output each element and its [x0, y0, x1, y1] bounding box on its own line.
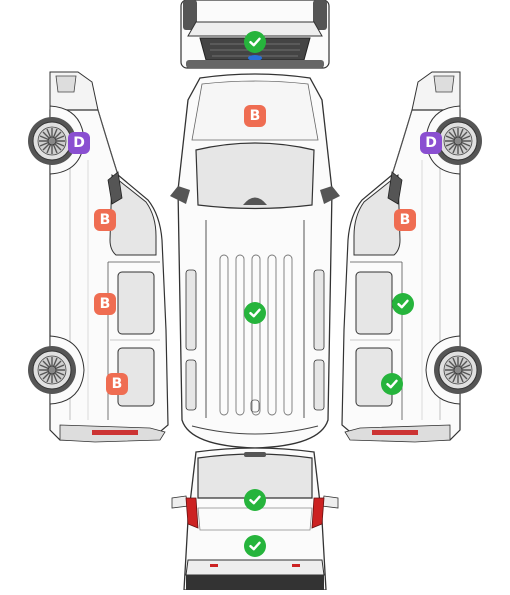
right-rear-panel-ok-marker[interactable] [381, 373, 403, 395]
right-sliding-door-ok-marker[interactable] [392, 293, 414, 315]
checkmark-icon [248, 539, 262, 553]
checkmark-icon [396, 297, 410, 311]
roof-front-scratch-marker[interactable]: B [244, 105, 266, 127]
top-view [170, 73, 340, 449]
roof-cargo-ok-marker[interactable] [244, 302, 266, 324]
left-front-wheel-dent-marker[interactable]: D [68, 132, 90, 154]
left-front-door-scratch-marker[interactable]: B [94, 209, 116, 231]
front-grille-ok-marker[interactable] [244, 31, 266, 53]
left-side-view [27, 71, 169, 443]
front-view [180, 0, 330, 69]
right-side-view [341, 71, 483, 443]
checkmark-icon [385, 377, 399, 391]
rear-window-ok-marker[interactable] [244, 489, 266, 511]
checkmark-icon [248, 35, 262, 49]
rear-view [171, 447, 339, 591]
left-rear-panel-scratch-marker[interactable]: B [106, 373, 128, 395]
checkmark-icon [248, 306, 262, 320]
right-front-door-scratch-marker[interactable]: B [394, 209, 416, 231]
left-sliding-door-scratch-marker[interactable]: B [94, 293, 116, 315]
rear-bumper-ok-marker[interactable] [244, 535, 266, 557]
checkmark-icon [248, 493, 262, 507]
right-front-wheel-dent-marker[interactable]: D [420, 132, 442, 154]
